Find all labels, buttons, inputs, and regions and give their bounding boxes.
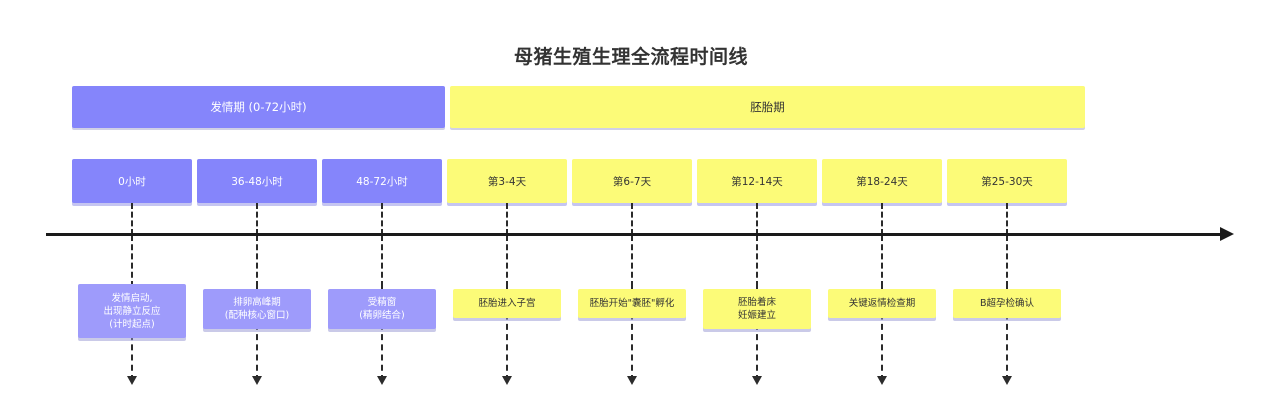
connector-line-6 [756,203,758,235]
time-label: 0小时 [118,175,146,188]
phase-header-2: 胚胎期 [450,86,1085,128]
event-text-line: 妊娠建立 [737,310,776,321]
event-text-line: 发情启动, [111,292,153,304]
time-label: 第6-7天 [612,175,652,188]
connector-arrow-icon-5 [627,376,637,385]
connector-arrow-icon-8 [1002,376,1012,385]
connector-line-8 [1006,203,1008,235]
event-text-line: B超孕检确认 [979,298,1035,309]
time-label: 36-48小时 [231,175,283,188]
timeline-axis [46,233,1226,236]
connector-arrow-icon-7 [877,376,887,385]
event-box-4: 胚胎进入子宫 [453,289,561,318]
connector-line-7 [881,203,883,235]
connector-line-2 [256,203,258,235]
connector-line-4 [506,235,508,287]
connector-line-8 [1006,235,1008,287]
time-label-box-1: 0小时 [72,159,192,203]
time-label: 48-72小时 [356,175,408,188]
event-box-7: 关键返情检查期 [828,289,936,318]
time-label: 第12-14天 [731,175,783,188]
event-box-2: 排卵高峰期 (配种核心窗口) [203,289,311,329]
event-text: 排卵高峰期 (配种核心窗口) [225,296,289,322]
connector-line-1 [131,235,133,287]
event-text-line: 关键返情检查期 [848,298,916,309]
event-text: 发情启动,出现静立反应(计时起点) [103,292,160,331]
event-box-3: 受精窗 (精卵结合) [328,289,436,329]
connector-arrow-icon-2 [252,376,262,385]
phase-header-1: 发情期 (0-72小时) [72,86,445,128]
connector-arrow-icon-4 [502,376,512,385]
event-text: 胚胎进入子宫 [478,297,535,310]
time-label-box-7: 第18-24天 [822,159,942,203]
event-text-line: 出现静立反应 [103,305,161,317]
connector-line-4 [506,203,508,235]
connector-line-8 [1006,283,1008,381]
event-text: 受精窗 (精卵结合) [359,296,404,322]
connector-line-7 [881,235,883,287]
connector-line-5 [631,235,633,287]
phase-header-band: 发情期 (0-72小时) 胚胎期 [72,86,1085,128]
connector-line-3 [381,283,383,381]
time-label: 第18-24天 [856,175,908,188]
event-text-line: 胚胎进入子宫 [478,298,536,309]
time-label-box-5: 第6-7天 [572,159,692,203]
phase-header-label: 发情期 (0-72小时) [210,100,307,114]
connector-line-6 [756,235,758,287]
event-box-1: 发情启动,出现静立反应(计时起点) [78,284,186,338]
event-text-line: 胚胎着床 [737,297,776,308]
connector-line-3 [381,235,383,287]
event-text-line: (精卵结合) [359,310,405,321]
event-text: B超孕检确认 [980,297,1034,310]
connector-line-7 [881,283,883,381]
page-title: 母猪生殖生理全流程时间线 [513,46,748,68]
connector-line-5 [631,203,633,235]
connector-line-6 [756,283,758,381]
event-text: 关键返情检查期 [849,297,916,310]
event-text: 胚胎着床妊娠建立 [738,296,776,322]
time-label-box-4: 第3-4天 [447,159,567,203]
time-label: 第25-30天 [981,175,1033,188]
connector-line-4 [506,283,508,381]
time-label-box-2: 36-48小时 [197,159,317,203]
event-text-line: 排卵高峰期 [233,297,281,308]
connector-arrow-icon-6 [752,376,762,385]
connector-line-1 [131,203,133,235]
event-text-line: (配种核心窗口) [224,310,290,321]
event-box-5: 胚胎开始"囊胚"孵化 [578,289,686,318]
event-text-line: 胚胎开始"囊胚"孵化 [589,298,675,309]
time-label-box-6: 第12-14天 [697,159,817,203]
event-box-8: B超孕检确认 [953,289,1061,318]
event-text: 胚胎开始"囊胚"孵化 [590,297,675,310]
event-text-line: (计时起点) [109,318,155,330]
time-label: 第3-4天 [487,175,527,188]
phase-header-label: 胚胎期 [750,100,785,114]
time-label-box-3: 48-72小时 [322,159,442,203]
connector-line-5 [631,283,633,381]
timeline-axis-arrow-icon [1220,227,1234,241]
event-text-line: 受精窗 [367,297,397,308]
connector-line-3 [381,203,383,235]
connector-arrow-icon-3 [377,376,387,385]
connector-line-2 [256,235,258,287]
event-box-6: 胚胎着床妊娠建立 [703,289,811,329]
time-label-box-8: 第25-30天 [947,159,1067,203]
connector-line-2 [256,283,258,381]
time-label-row: 0小时 36-48小时 48-72小时 第3-4天 第6-7天 第12-14天 第18-24… [0,159,1262,203]
connector-arrow-icon-1 [127,376,137,385]
